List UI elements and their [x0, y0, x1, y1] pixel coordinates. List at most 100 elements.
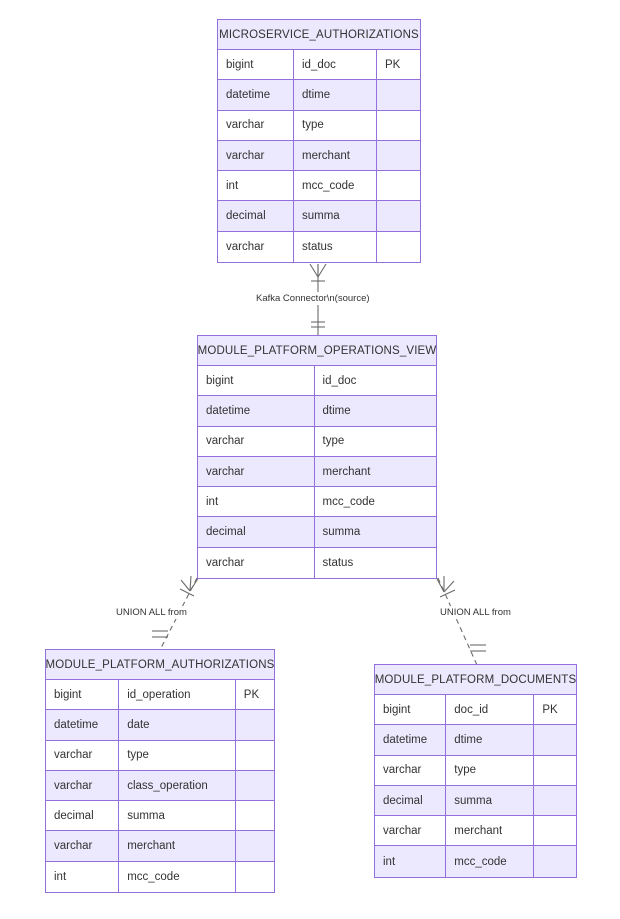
attribute-key [534, 846, 576, 876]
attribute-type: varchar [46, 831, 120, 861]
attribute-type: bigint [198, 366, 315, 396]
attribute-type: int [198, 487, 315, 517]
table-row: varchar merchant [375, 816, 576, 847]
attribute-name: summa [322, 526, 361, 539]
table-row: datetime dtime [198, 396, 436, 427]
attribute-name: merchant [119, 831, 236, 861]
attribute-type: varchar [46, 770, 120, 801]
attribute-key [377, 201, 420, 230]
entity-attribute-list: bigint doc_id PK datetime dtime varchar … [375, 695, 576, 877]
table-row: int mcc_code [218, 171, 420, 202]
attribute-name: type [446, 755, 535, 785]
attribute-type: decimal [46, 801, 120, 831]
table-row: int mcc_code [198, 487, 436, 518]
entity-microservice-authorizations[interactable]: MICROSERVICE_AUTHORIZATIONS bigint id_do… [217, 19, 421, 264]
table-row: varchar class_operation [46, 770, 274, 802]
attribute-type: int [375, 846, 447, 877]
table-row: varchar type [375, 755, 576, 786]
attribute-key [236, 862, 274, 892]
attribute-name: status [294, 231, 377, 263]
table-row: varchar status [198, 547, 436, 579]
attribute-type: int [218, 171, 294, 201]
attribute-name: class_operation [119, 770, 236, 801]
attribute-type: varchar [375, 816, 447, 846]
attribute-type: datetime [218, 80, 294, 110]
table-row: bigint id_doc [198, 366, 436, 397]
attribute-type: bigint [375, 695, 447, 725]
attribute-name: dtime [446, 725, 535, 755]
attribute-key: PK [385, 58, 401, 71]
table-row: datetime dtime [218, 80, 420, 111]
table-row: int mcc_code [46, 861, 274, 893]
entity-attribute-list: bigint id_operation PK datetime date var… [46, 680, 274, 893]
attribute-key: PK [542, 703, 558, 716]
attribute-type: datetime [46, 710, 120, 740]
attribute-key [534, 816, 576, 845]
attribute-type: bigint [46, 680, 120, 710]
attribute-type: varchar [198, 547, 315, 579]
entity-title: MODULE_PLATFORM_DOCUMENTS [375, 665, 576, 695]
attribute-name: mcc_code [119, 861, 236, 893]
table-row: decimal summa [375, 785, 576, 817]
entity-module-platform-authorizations[interactable]: MODULE_PLATFORM_AUTHORIZATIONS bigint id… [45, 649, 275, 894]
attribute-type: bigint [218, 50, 294, 80]
entity-attribute-list: bigint id_doc PK datetime dtime varchar … [218, 50, 420, 263]
attribute-type: varchar [198, 456, 315, 487]
relationship-label-kafka-connector: Kafka Connector\n(source) [253, 292, 373, 305]
attribute-type: varchar [198, 426, 315, 456]
attribute-type: datetime [198, 396, 315, 426]
attribute-key [377, 171, 420, 200]
attribute-type: varchar [46, 740, 120, 770]
attribute-key [377, 141, 420, 170]
entity-title: MODULE_PLATFORM_AUTHORIZATIONS [46, 650, 274, 680]
attribute-type: decimal [375, 785, 447, 816]
table-row: varchar merchant [198, 456, 436, 488]
table-row: datetime dtime [375, 725, 576, 756]
attribute-name: merchant [322, 465, 371, 478]
entity-module-platform-documents[interactable]: MODULE_PLATFORM_DOCUMENTS bigint doc_id … [374, 664, 577, 878]
attribute-name: mcc_code [446, 846, 535, 877]
attribute-name: summa [119, 801, 236, 831]
attribute-key [236, 801, 274, 830]
attribute-name: mcc_code [322, 495, 375, 508]
table-row: bigint id_doc PK [218, 50, 420, 81]
attribute-key [236, 710, 274, 739]
attribute-name: id_operation [119, 680, 236, 710]
attribute-type: decimal [218, 201, 294, 231]
attribute-type: datetime [375, 725, 447, 755]
attribute-name: dtime [294, 80, 377, 110]
attribute-name: summa [446, 785, 535, 816]
table-row: varchar type [46, 740, 274, 771]
table-row: datetime date [46, 710, 274, 741]
attribute-type: varchar [375, 755, 447, 785]
attribute-key [534, 756, 576, 785]
attribute-name: type [119, 740, 236, 770]
attribute-name: id_doc [322, 374, 357, 387]
table-row: int mcc_code [375, 846, 576, 877]
attribute-key [236, 771, 274, 800]
table-row: decimal summa [198, 517, 436, 548]
attribute-key [377, 80, 420, 109]
attribute-name: mcc_code [294, 171, 377, 201]
attribute-name: merchant [446, 816, 535, 846]
entity-attribute-list: bigint id_doc datetime dtime varchar typ… [198, 366, 436, 579]
table-row: varchar status [218, 231, 420, 263]
attribute-name: summa [294, 201, 377, 231]
attribute-name: status [322, 556, 354, 569]
table-row: varchar type [198, 426, 436, 457]
attribute-key [534, 725, 576, 754]
attribute-key [377, 232, 420, 262]
attribute-type: varchar [218, 110, 294, 140]
attribute-key [236, 741, 274, 770]
attribute-key [377, 111, 420, 140]
attribute-type: varchar [218, 140, 294, 171]
attribute-key [236, 831, 274, 860]
entity-module-platform-operations-view[interactable]: MODULE_PLATFORM_OPERATIONS_VIEW bigint i… [197, 335, 437, 580]
attribute-name: id_doc [294, 50, 377, 80]
table-row: bigint doc_id PK [375, 695, 576, 726]
attribute-name: type [322, 435, 345, 448]
table-row: varchar type [218, 110, 420, 141]
entity-title: MODULE_PLATFORM_OPERATIONS_VIEW [198, 336, 436, 366]
attribute-type: varchar [218, 231, 294, 263]
